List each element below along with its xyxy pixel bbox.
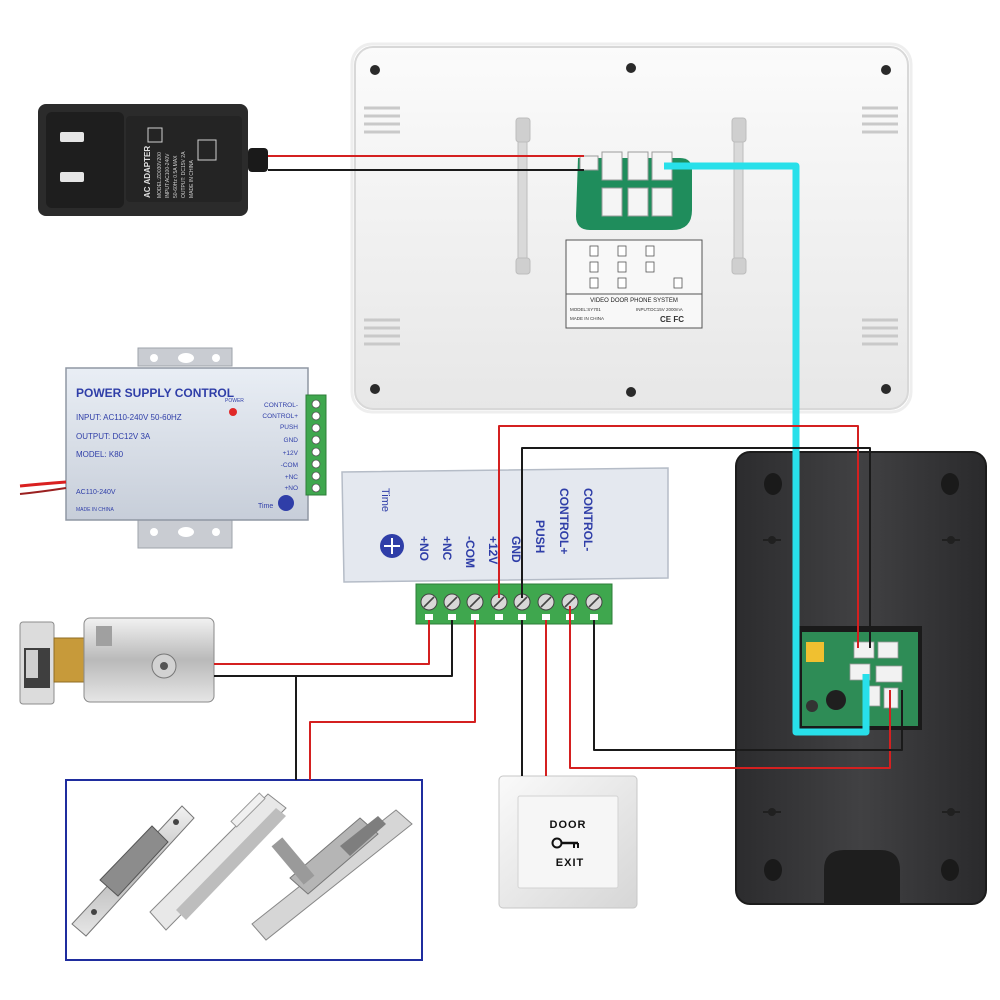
monitor-vents [364, 106, 898, 346]
sticker-title: VIDEO DOOR PHONE SYSTEM [590, 298, 678, 304]
psu-power-label: POWER [225, 398, 244, 404]
sticker-model: MODEL:SY701 [570, 307, 601, 312]
zoom-term-1: +NC [440, 536, 454, 561]
zoom-term-4: GND [509, 536, 523, 563]
adapter-label: AC ADAPTER [143, 146, 152, 198]
psu-terminal-screws [311, 399, 321, 493]
adapter-line-2: INPUT:AC100-240V [165, 153, 171, 198]
camera-mount-holes [763, 536, 960, 816]
zoom-term-0: +NO [417, 536, 431, 561]
camera-screw-holes [764, 473, 959, 881]
magnetic-lock [149, 792, 287, 931]
wire-control-plus [569, 606, 891, 769]
indoor-monitor: VIDEO DOOR PHONE SYSTEM MODEL:SY701 INPU… [350, 42, 913, 414]
psu-term-3: GND [284, 437, 299, 444]
lock-options-box [65, 779, 423, 961]
wiring [214, 155, 903, 780]
drop-bolt-lock [251, 809, 413, 941]
wire-12v-to-camera [498, 425, 859, 648]
outdoor-camera-unit [735, 451, 987, 905]
exit-button-top: DOOR [550, 819, 587, 831]
zoom-term-6: CONTROL+ [557, 488, 571, 554]
monitor-connector-board [576, 151, 692, 230]
rim-lock [19, 617, 215, 705]
psu-term-5: -COM [281, 462, 298, 469]
monitor-sticker: VIDEO DOOR PHONE SYSTEM MODEL:SY701 INPU… [565, 239, 703, 329]
sticker-certs: CE FC [660, 315, 684, 324]
sticker-input: INPUT:DC15V 2000mA [636, 307, 683, 312]
psu-term-2: PUSH [280, 424, 298, 431]
ac-adapter: AC ADAPTER MODEL:ZD030V200 INPUT:AC100-2… [38, 104, 268, 216]
wire-box-red [309, 620, 476, 780]
psu-time-knob [278, 495, 294, 511]
key-icon [551, 837, 579, 849]
zoom-time-label: Time [379, 488, 391, 512]
wire-lock-black [214, 620, 453, 677]
power-supply-unit: POWER SUPPLY CONTROL INPUT: AC110-240V 5… [19, 347, 327, 549]
adapter-line-1: MODEL:ZD030V200 [157, 152, 163, 198]
power-led [229, 408, 237, 416]
psu-time-label: Time [258, 503, 273, 510]
psu-made: MADE IN CHINA [76, 507, 114, 513]
psu-input: INPUT: AC110-240V 50-60HZ [76, 413, 182, 422]
psu-ac-label: AC110-240V [76, 489, 116, 496]
wire-video-cable [664, 162, 870, 736]
adapter-line-4: OUTPUT: DC15V 2A [181, 151, 187, 198]
psu-model: MODEL: K80 [76, 450, 124, 459]
psu-term-0: CONTROL- [264, 402, 298, 409]
wire-control-minus [593, 620, 903, 751]
exit-button-bottom: EXIT [556, 857, 584, 869]
adapter-line-5: MADE IN CHINA [189, 160, 195, 198]
wire-gnd-to-camera [521, 447, 871, 648]
exit-button: DOOR EXIT [498, 775, 638, 909]
zoom-term-5: PUSH [533, 520, 547, 553]
psu-term-1: CONTROL+ [262, 413, 298, 420]
adapter-line-3: 50-60Hz 0.5A MAX [173, 155, 179, 198]
zoom-term-7: CONTROL- [581, 488, 595, 551]
wire-lock-red [214, 620, 430, 665]
psu-terminal-zoom: Time +NO +NC -COM +12V GND PUSH CONTROL+… [341, 467, 669, 625]
psu-title: POWER SUPPLY CONTROL [76, 386, 234, 400]
psu-output: OUTPUT: DC12V 3A [76, 432, 151, 441]
sticker-origin: MADE IN CHINA [570, 316, 604, 321]
electric-strike [71, 805, 195, 937]
zoom-term-2: -COM [463, 536, 477, 568]
psu-term-6: +NC [285, 474, 298, 481]
psu-term-7: +NO [284, 485, 298, 492]
psu-term-4: +12V [283, 450, 299, 457]
zoom-term-3: +12V [486, 536, 500, 564]
